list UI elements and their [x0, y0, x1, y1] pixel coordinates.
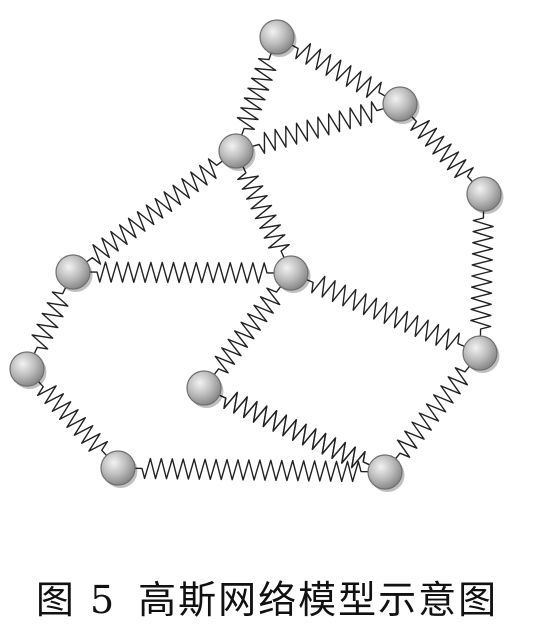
bead-n10 — [100, 450, 138, 488]
gaussian-network-diagram — [9, 19, 504, 492]
figure-caption: 图 5 高斯网络模型示意图 — [0, 566, 534, 626]
bead-n2 — [382, 86, 420, 124]
spring-n5-n7 — [26, 271, 74, 370]
bead-n6 — [273, 255, 311, 293]
spring-n3-n5 — [72, 150, 237, 273]
bead-n1 — [259, 19, 297, 57]
bead-n11 — [367, 454, 405, 492]
spring-n6-n8 — [203, 272, 292, 389]
figure-title: 高斯网络模型示意图 — [138, 577, 499, 622]
spring-n7-n10 — [26, 368, 119, 469]
spring-n6-n9 — [290, 272, 481, 354]
bead-n8 — [186, 370, 224, 408]
nodes-layer — [9, 19, 504, 492]
bead-n7 — [9, 351, 47, 389]
spring-n1-n3 — [235, 36, 278, 152]
bead-n4 — [466, 176, 504, 214]
spring-n3-n2 — [235, 101, 401, 154]
spring-n9-n12 — [384, 352, 481, 473]
spring-n3-n6 — [235, 150, 292, 274]
spring-n5-n6 — [72, 261, 292, 284]
spring-n8-n12 — [203, 387, 386, 473]
springs-layer — [26, 36, 494, 483]
bead-n5 — [55, 254, 93, 292]
spring-n4-n9 — [470, 193, 494, 354]
bead-n3 — [218, 133, 256, 171]
spring-n10-n11 — [117, 457, 386, 483]
figure-label: 图 5 — [35, 577, 117, 622]
spring-n1-n2 — [276, 36, 401, 105]
bead-n9 — [462, 335, 500, 373]
spring-n2-n4 — [399, 103, 485, 195]
